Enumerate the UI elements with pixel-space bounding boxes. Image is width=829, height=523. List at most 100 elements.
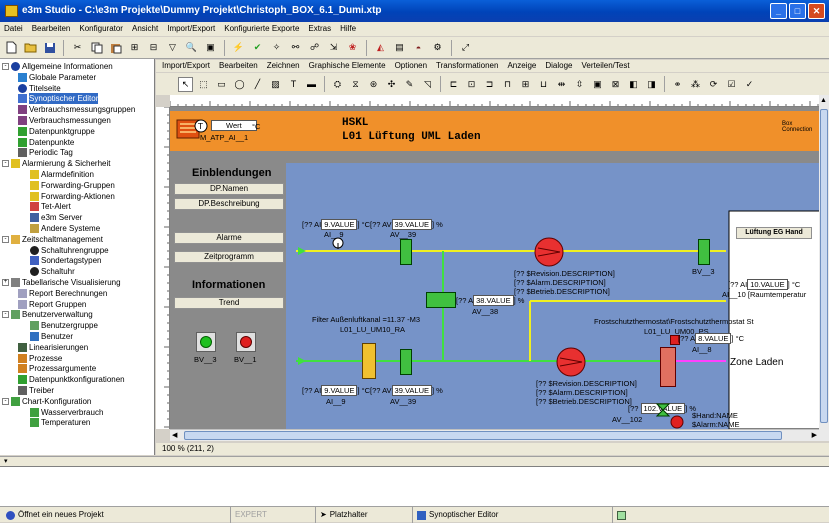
scroll-thumb[interactable] [184,431,782,440]
menu-extras[interactable]: Extras [308,24,332,33]
bv1-switch[interactable] [236,332,256,352]
align-right-icon[interactable]: ⊐ [485,78,494,89]
tree-item[interactable]: Wasserverbrauch [30,407,103,418]
tree-item[interactable]: Datenpunktkonfigurationen [18,374,125,385]
close-button[interactable]: ✕ [808,3,825,19]
pin-icon[interactable]: ❀ [348,42,357,52]
tree-item[interactable]: Temperaturen [30,417,90,428]
tree-item[interactable]: Verbrauchsmessungen [18,115,111,126]
editor-menu-anzeige[interactable]: Anzeige [507,61,537,70]
validate-icon[interactable]: ⚡ [232,42,245,52]
valve-icon[interactable]: ⧖ [352,78,359,89]
tree-add-icon[interactable]: ⊟ [149,42,158,52]
accept-icon[interactable]: ✓ [745,78,754,89]
filter-icon[interactable]: ▽ [169,42,176,52]
scroll-left-icon[interactable]: ◀ [172,432,178,439]
symbol-icon[interactable]: ⛭ [333,78,342,89]
collapse-icon[interactable]: ▾ [4,458,8,465]
check-icon[interactable]: ✔ [253,42,262,52]
tree-item[interactable]: Periodic Tag [18,147,73,158]
settings-tool-icon[interactable]: ⚙ [433,42,442,52]
pointer-icon[interactable]: ↖ [178,76,193,92]
open-folder-icon[interactable] [23,40,38,55]
tree-item[interactable]: -Zeitschaltmanagement [2,234,103,245]
user-tool-icon[interactable]: ◓ [415,42,422,53]
tree-item[interactable]: Schaltuhr [30,266,75,277]
bv3-switch[interactable] [196,332,216,352]
tree-item[interactable]: Report Gruppen [18,299,86,310]
tree-item[interactable]: e3m Server [30,212,82,223]
align-top-icon[interactable]: ⊓ [503,78,512,89]
align-left-icon[interactable]: ⊏ [449,78,458,89]
ellipse-icon[interactable]: ◯ [234,78,245,89]
tree-item[interactable]: Globale Parameter [18,72,96,83]
tree-item[interactable]: Datenpunktgruppe [18,126,95,137]
pencil-icon[interactable]: ✎ [405,78,414,89]
tree-item[interactable]: Tet-Alert [30,201,71,212]
menu-import-export[interactable]: Import/Export [167,24,216,33]
zeitprogramm-button[interactable]: Zeitprogramm [174,251,284,263]
copy-icon[interactable] [89,40,104,55]
resize-tool-icon[interactable]: ⤢ [461,42,470,52]
damper-right[interactable] [698,239,710,265]
synoptic-canvas[interactable]: T Wert °C M_ATP_AI__1 HSKL L01 Lüftung U… [170,107,819,429]
tree-item[interactable]: Prozessargumente [18,363,96,374]
align-center-icon[interactable]: ⊡ [467,78,476,89]
trend-button[interactable]: Trend [174,297,284,309]
wizard-icon[interactable]: ✧ [272,42,281,52]
align-bottom-icon[interactable]: ⊔ [539,78,548,89]
nodes-icon[interactable]: ⁂ [691,78,700,89]
distribute-v-icon[interactable]: ⇳ [575,78,584,89]
connect-icon[interactable]: ⚭ [673,78,682,89]
button-shape-icon[interactable]: ▬ [307,79,316,89]
collapse-toggle-icon[interactable]: - [2,311,9,319]
damper-bottom[interactable] [400,349,412,375]
menu-hilfe[interactable]: Hilfe [340,24,357,33]
distribute-h-icon[interactable]: ⇹ [557,78,566,89]
paste-icon[interactable] [108,40,123,55]
collapse-toggle-icon[interactable]: - [2,63,9,70]
filter-element[interactable] [362,343,376,379]
wert-box[interactable]: Wert [211,120,257,131]
front-icon[interactable]: ◧ [629,78,638,89]
tree-item[interactable]: Linearisierungen [18,342,88,353]
line-icon[interactable]: ╱ [254,78,261,89]
tree-item[interactable]: Alarmdefinition [30,169,94,180]
vertical-scrollbar[interactable]: ▲ [819,95,829,441]
editor-menu-graphische-elemente[interactable]: Graphische Elemente [308,61,386,70]
valve-icon[interactable] [656,403,670,417]
checkbox-icon[interactable]: ☑ [727,78,736,89]
chart-tool-icon[interactable]: ◭ [377,42,384,52]
editor-menu-bearbeiten[interactable]: Bearbeiten [219,61,258,70]
back-icon[interactable]: ◨ [647,78,656,89]
tree-item[interactable]: Benutzer [30,331,73,342]
dp-beschreibung-button[interactable]: DP.Beschreibung [174,198,284,210]
menu-konfigurierte-exporte[interactable]: Konfigurierte Exporte [224,24,300,33]
scroll-right-icon[interactable]: ▶ [811,432,817,439]
tree-item[interactable]: Synoptischer Editor [18,93,99,105]
collapse-toggle-icon[interactable]: - [2,160,9,168]
minimize-button[interactable]: _ [770,3,787,19]
editor-menu-import-export[interactable]: Import/Export [162,61,211,70]
lueftung-eg-hand-button[interactable]: Lüftung EG Hand [736,227,812,239]
menu-ansicht[interactable]: Ansicht [131,24,159,33]
tree-item[interactable]: Schaltuhrengruppe [30,245,109,256]
window-titlebar[interactable]: e3m Studio - C:\e3m Projekte\Dummy Proje… [0,0,829,22]
tree-item[interactable]: Verbrauchsmessungsgruppen [18,104,135,115]
report-tool-icon[interactable]: ▤ [395,42,404,52]
tree-item[interactable]: Sondertagstypen [30,255,102,266]
tree-item[interactable]: Datenpunkte [18,137,74,148]
collapse-toggle-icon[interactable]: - [2,397,9,405]
tree-item[interactable]: Forwarding-Aktionen [30,191,115,202]
panel-splitter[interactable]: ▾ [0,456,829,466]
tree-item[interactable]: Benutzergruppe [30,320,98,331]
damper-top[interactable] [400,239,412,265]
damper-bypass[interactable] [426,292,456,308]
tree-item[interactable]: Treiber [18,385,54,396]
tree-item[interactable]: +Tabellarische Visualisierung [2,277,121,288]
editor-menu-optionen[interactable]: Optionen [394,61,428,70]
frost-thermostat[interactable] [670,335,680,345]
tree-icon[interactable]: ⊞ [130,42,139,52]
editor-menu-dialoge[interactable]: Dialoge [545,61,573,70]
menu-datei[interactable]: Datei [4,24,23,33]
